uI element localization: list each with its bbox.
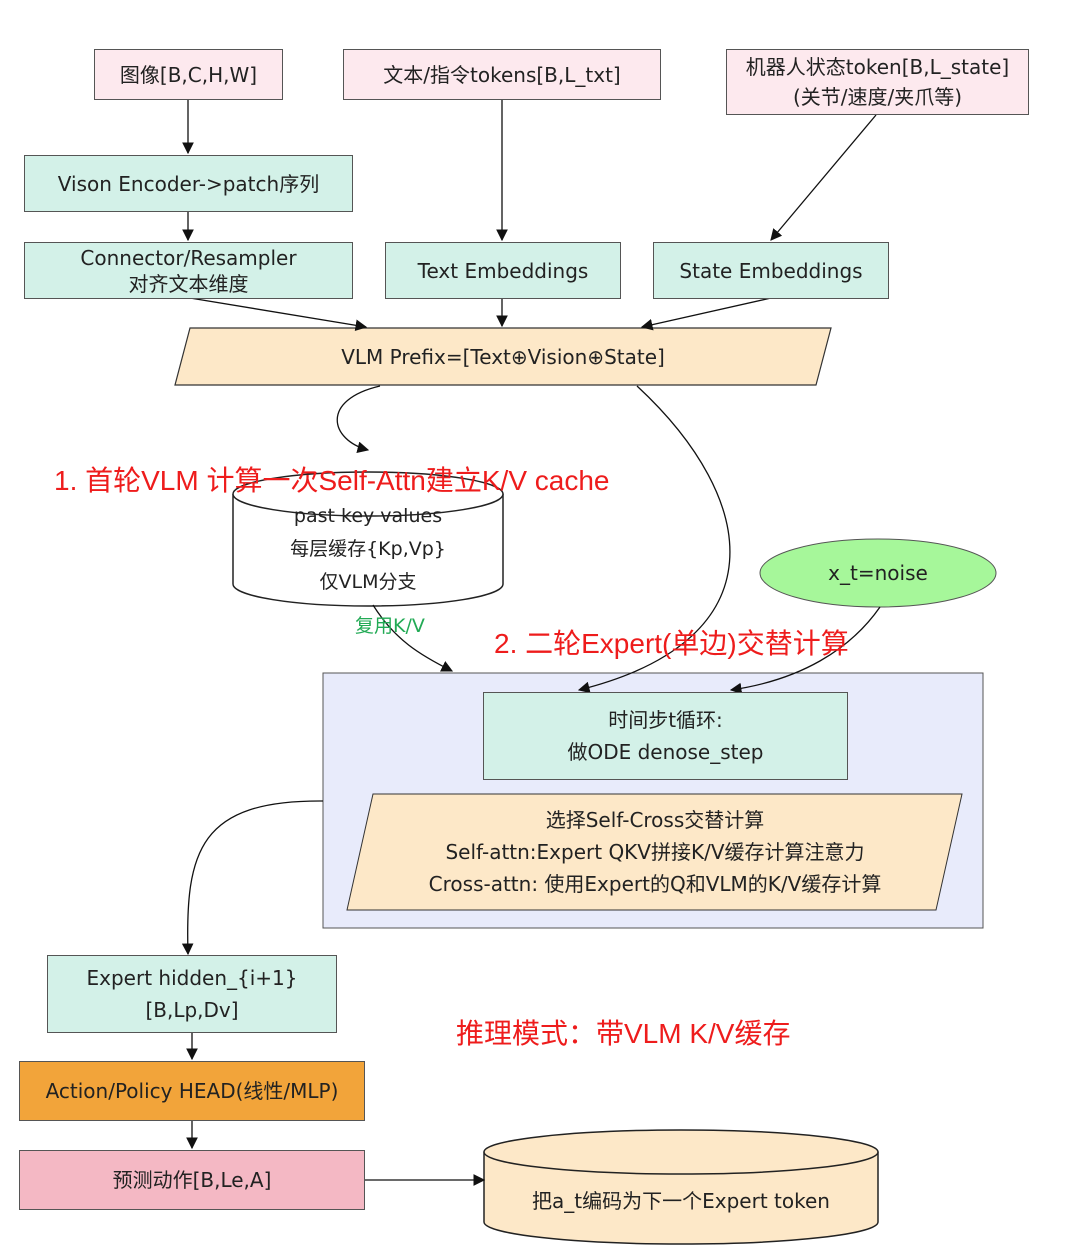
noise-label: x_t=noise (828, 561, 928, 585)
first-round-annotation: 1. 首轮VLM 计算一次Self-Attn建立K/V cache (54, 465, 610, 496)
prefix-text: VLM Prefix=[Text⊕Vision⊕State] (190, 328, 816, 385)
select-label-1: 选择Self-Cross交替计算 (545, 808, 765, 832)
vision-encoder-node: Vison Encoder->patch序列 (24, 155, 353, 212)
action-head-node: Action/Policy HEAD(线性/MLP) (19, 1061, 365, 1121)
state-input-label-2: (关节/速度/夹爪等) (792, 85, 963, 109)
arrow-prefix-to-cache (336, 385, 381, 453)
text-embeddings-node: Text Embeddings (385, 242, 621, 299)
vision-encoder-label: Vison Encoder->patch序列 (57, 171, 320, 196)
encode-cylinder (483, 1129, 879, 1245)
timestep-label-2: 做ODE denose_step (567, 740, 764, 764)
text-input-node: 文本/指令tokens[B,L_txt] (343, 49, 661, 100)
connector-label-2: 对齐文本维度 (128, 271, 249, 296)
connector-label-1: Connector/Resampler (80, 245, 297, 270)
noise-text: x_t=noise (760, 539, 996, 607)
state-embeddings-label: State Embeddings (679, 258, 863, 283)
encode-label: 把a_t编码为下一个Expert token (532, 1189, 830, 1213)
arrow-loop-to-hidden (181, 800, 324, 956)
expert-hidden-label-1: Expert hidden_{i+1} (86, 966, 298, 990)
arrow-cache-to-loop (372, 604, 454, 672)
arrow-prefix-to-step (577, 385, 731, 694)
predict-action-node: 预测动作[B,Le,A] (19, 1150, 365, 1210)
select-shape (346, 793, 963, 911)
image-input-label: 图像[B,C,H,W] (119, 62, 258, 87)
action-head-label: Action/Policy HEAD(线性/MLP) (45, 1079, 339, 1103)
state-input-label-1: 机器人状态token[B,L_state] (745, 55, 1010, 79)
prefix-shape (174, 327, 832, 386)
prefix-label: VLM Prefix=[Text⊕Vision⊕State] (341, 344, 665, 369)
expert-hidden-label-2: [B,Lp,Dv] (145, 998, 239, 1022)
inference-mode-annotation: 推理模式：带VLM K/V缓存 (456, 1018, 791, 1049)
select-label-2: Self-attn:Expert QKV拼接K/V缓存计算注意力 (445, 840, 865, 864)
timestep-loop-node: 时间步t循环: 做ODE denose_step (483, 692, 848, 780)
expert-hidden-node: Expert hidden_{i+1} [B,Lp,Dv] (47, 955, 337, 1033)
select-text: 选择Self-Cross交替计算 Self-attn:Expert QKV拼接K… (360, 794, 950, 910)
state-input-node: 机器人状态token[B,L_state] (关节/速度/夹爪等) (726, 49, 1029, 115)
noise-ellipse (759, 538, 997, 608)
select-label-3: Cross-attn: 使用Expert的Q和VLM的K/V缓存计算 (428, 872, 882, 896)
arrow-stateemb-to-prefix (640, 297, 772, 331)
arrow-state-to-emb (770, 114, 877, 241)
cache-label-1: past key values (293, 504, 443, 527)
cache-text: past key values 每层缓存{Kp,Vp} 仅VLM分支 (233, 499, 503, 599)
predict-action-label: 预测动作[B,Le,A] (112, 1168, 272, 1192)
arrow-noise-to-step (729, 606, 881, 695)
reuse-kv-label: 复用K/V (355, 615, 425, 637)
connector-node: Connector/Resampler 对齐文本维度 (24, 242, 353, 299)
second-round-annotation: 2. 二轮Expert(单边)交替计算 (494, 628, 849, 659)
arrow-connector-to-prefix (189, 297, 368, 332)
text-input-label: 文本/指令tokens[B,L_txt] (383, 62, 621, 87)
text-embeddings-label: Text Embeddings (417, 258, 589, 283)
state-embeddings-node: State Embeddings (653, 242, 889, 299)
timestep-label-1: 时间步t循环: (608, 708, 723, 732)
cache-label-2: 每层缓存{Kp,Vp} (290, 537, 446, 560)
image-input-node: 图像[B,C,H,W] (94, 49, 283, 100)
cache-label-3: 仅VLM分支 (319, 570, 417, 593)
cache-cylinder (232, 471, 504, 607)
encode-text: 把a_t编码为下一个Expert token (484, 1178, 878, 1224)
